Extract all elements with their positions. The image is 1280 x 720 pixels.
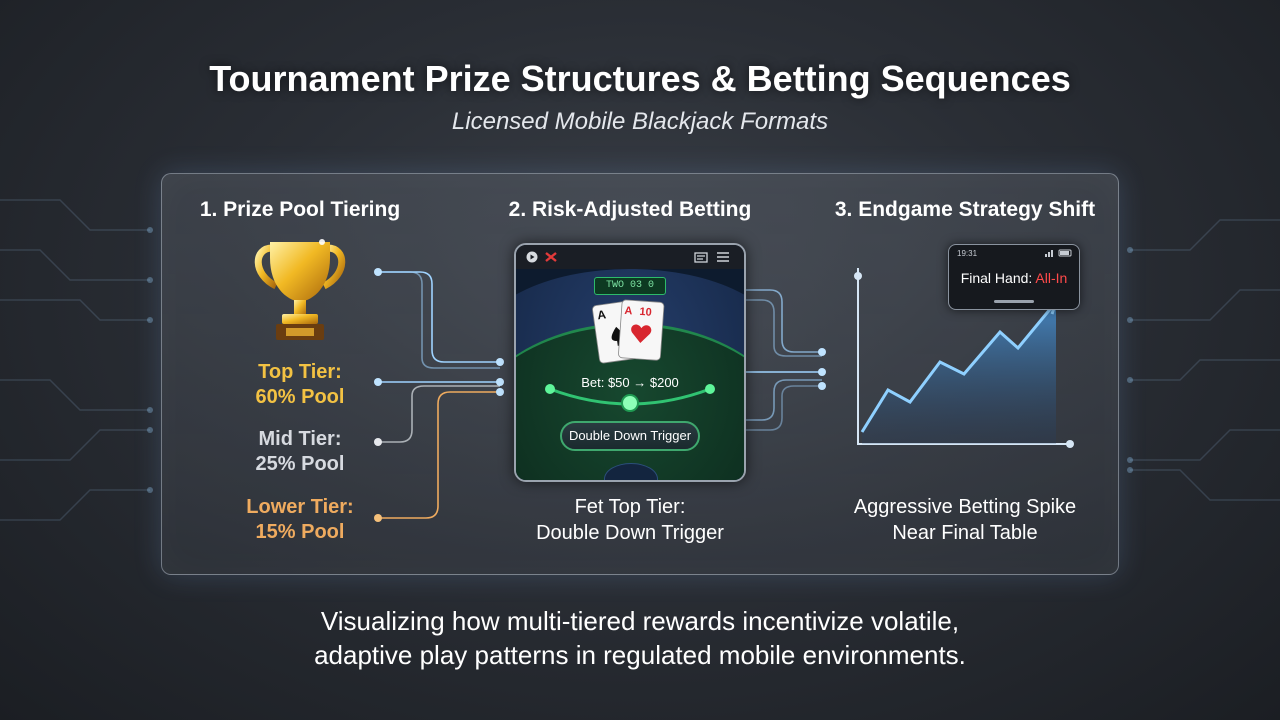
tier-mid-name: Mid Tier: xyxy=(258,428,342,450)
column-title-endgame: 3. Endgame Strategy Shift xyxy=(834,198,1096,221)
column-title-risk-betting: 2. Risk-Adjusted Betting xyxy=(508,198,752,221)
playing-cards: A A 10 xyxy=(592,299,665,364)
final-hand-label: Final Hand: All-In xyxy=(949,270,1079,286)
menu-icon[interactable] xyxy=(716,251,730,263)
endgame-caption: Aggressive Betting Spike Near Final Tabl… xyxy=(820,494,1110,546)
tier-top-name: Top Tier: xyxy=(258,361,342,383)
bet-slider[interactable] xyxy=(516,375,744,425)
page-subtitle: Licensed Mobile Blackjack Formats xyxy=(451,108,829,135)
tier-top-value: 60% Pool xyxy=(255,386,345,408)
svg-text:10: 10 xyxy=(639,306,652,319)
footer-line2: adaptive play patterns in regulated mobi… xyxy=(314,640,966,670)
footer-line1: Visualizing how multi-tiered rewards inc… xyxy=(320,606,960,636)
final-hand-phone: 19:31 Final Hand: All-In xyxy=(948,244,1080,310)
blackjack-phone-mockup: TWO 03 0 A A 10 Bet: $50 → $200 Double D… xyxy=(514,243,746,482)
round-badge: TWO 03 0 xyxy=(594,277,666,295)
risk-betting-caption: Fet Top Tier: Double Down Trigger xyxy=(490,494,770,546)
tier-low: Lower Tier: 15% Pool xyxy=(210,495,390,545)
svg-text:A: A xyxy=(624,305,633,318)
phone-status-bar xyxy=(516,245,744,269)
tier-mid: Mid Tier: 25% Pool xyxy=(210,427,390,477)
tier-low-value: 15% Pool xyxy=(255,521,345,543)
phone-time: 19:31 xyxy=(957,249,978,258)
spike-line xyxy=(860,301,1058,433)
endgame-caption-line2: Near Final Table xyxy=(892,522,1038,544)
y-axis-end-dot xyxy=(854,272,862,280)
column-title-prize-pool: 1. Prize Pool Tiering xyxy=(199,198,401,221)
tier-low-name: Lower Tier: xyxy=(246,496,354,518)
tier-mid-value: 25% Pool xyxy=(255,453,345,475)
all-in-text: All-In xyxy=(1035,270,1068,286)
footer-description: Visualizing how multi-tiered rewards inc… xyxy=(0,604,1280,672)
play-icon[interactable] xyxy=(526,251,538,263)
final-hand-text: Final Hand: xyxy=(960,270,1033,286)
phone-signal-battery-icon xyxy=(1045,249,1072,257)
page-title: Tournament Prize Structures & Betting Se… xyxy=(209,58,1071,99)
double-down-button[interactable]: Double Down Trigger xyxy=(560,421,700,451)
x-axis-end-dot xyxy=(1066,440,1074,448)
phone-home-indicator xyxy=(994,300,1034,303)
logo-icon xyxy=(545,252,557,262)
bet-amount: Bet: $50 → $200 xyxy=(581,375,679,390)
tier-top: Top Tier: 60% Pool xyxy=(210,360,390,410)
risk-betting-caption-line2: Double Down Trigger xyxy=(536,522,724,544)
trophy-icon xyxy=(254,239,346,340)
svg-text:A: A xyxy=(596,307,607,322)
risk-betting-caption-line1: Fet Top Tier: xyxy=(574,496,686,518)
history-icon[interactable] xyxy=(694,251,708,263)
endgame-caption-line1: Aggressive Betting Spike xyxy=(853,496,1077,518)
